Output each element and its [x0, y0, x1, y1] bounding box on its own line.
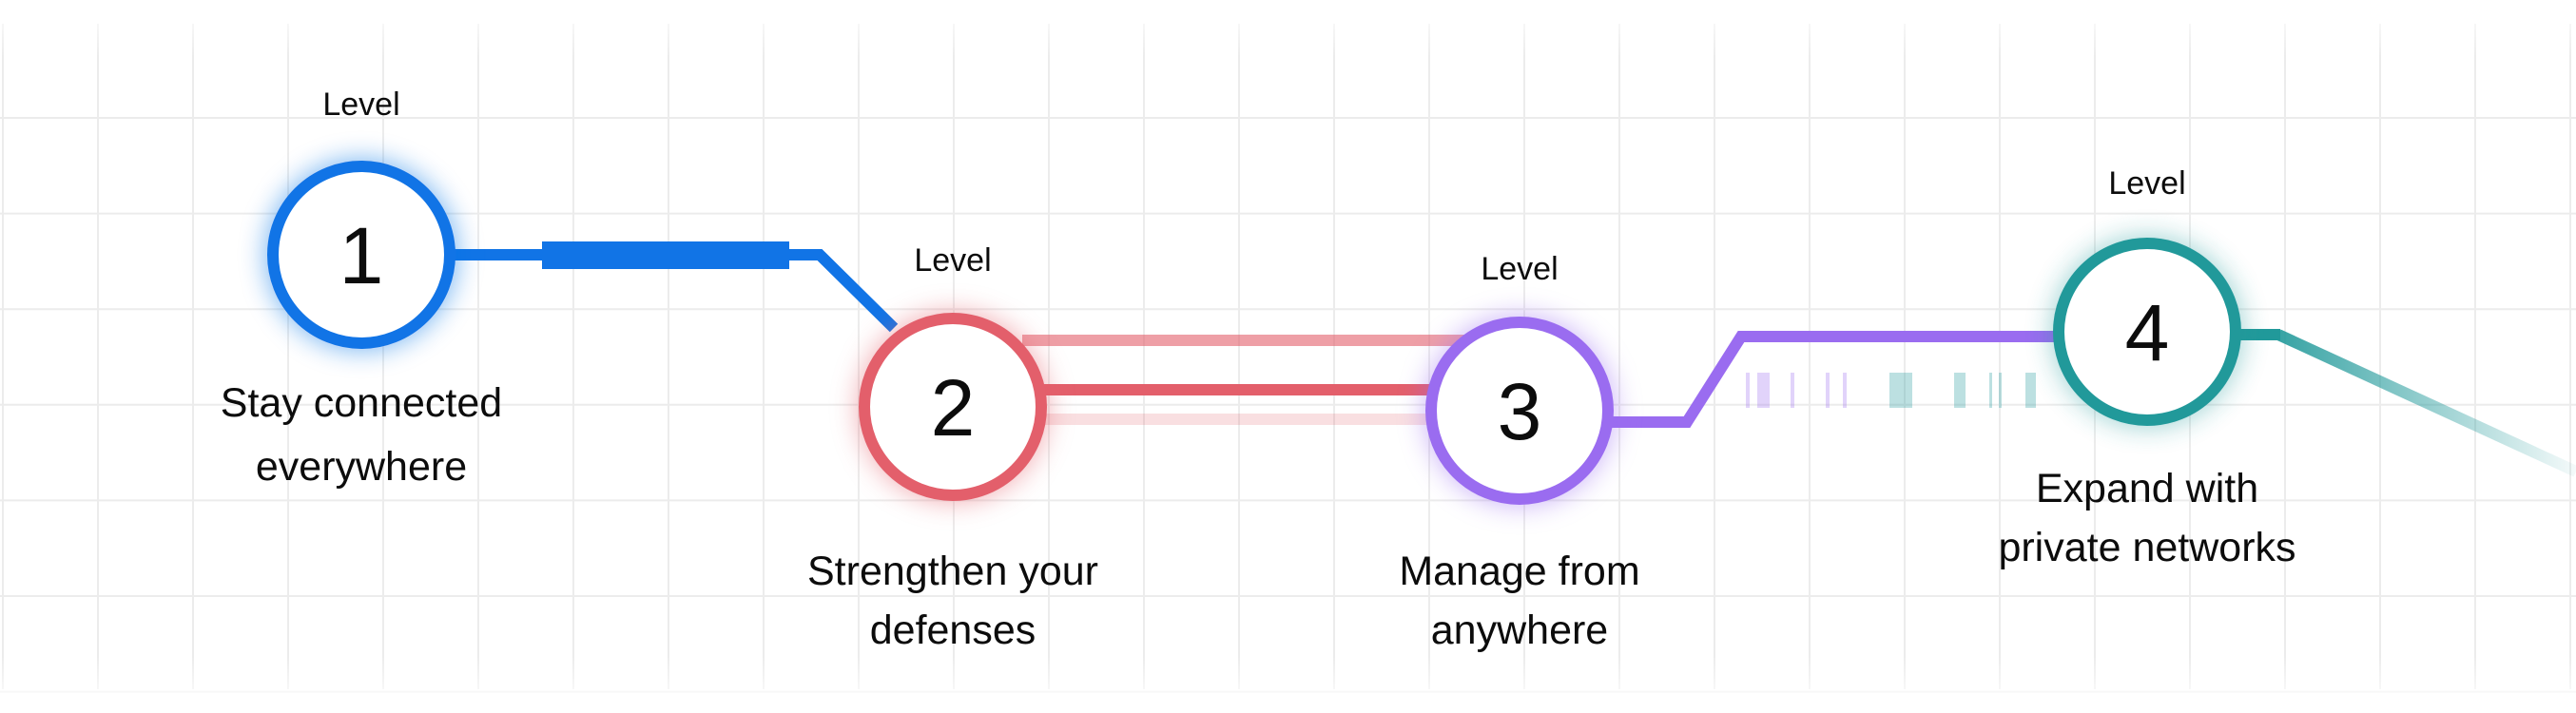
- level-1-circle: [267, 161, 455, 349]
- level-1-label: Level: [322, 87, 399, 123]
- level-4-node: 4 Level Expand with private networks: [1998, 165, 2295, 570]
- level-1-caption-line1: Stay connected: [221, 380, 502, 426]
- level-2-caption-line1: Strengthen your: [807, 549, 1098, 594]
- connector-level2: [1022, 335, 1464, 425]
- level-3-number: 3: [1498, 367, 1542, 456]
- level-2-circle: [859, 313, 1047, 501]
- level-2-number: 2: [931, 363, 976, 453]
- connector-level1: [0, 241, 899, 333]
- level-4-circle: [2053, 238, 2241, 426]
- level-3-circle: [1425, 317, 1614, 505]
- level-2-label: Level: [914, 242, 991, 279]
- level-1-node: 1 Level Stay connected everywhere: [221, 87, 502, 490]
- connector-level3: [1607, 331, 2063, 428]
- level-4-caption-line1: Expand with: [2036, 466, 2258, 511]
- level-1-number: 1: [339, 211, 384, 300]
- level-4-number: 4: [2125, 288, 2170, 377]
- level-1-caption-line2: everywhere: [256, 444, 467, 490]
- level-4-label: Level: [2108, 165, 2185, 202]
- level-3-caption-line2: anywhere: [1431, 607, 1608, 653]
- level-3-caption-line1: Manage from: [1399, 549, 1639, 594]
- level-2-caption-line2: defenses: [870, 607, 1036, 653]
- level-3-node: 3 Level Manage from anywhere: [1399, 251, 1639, 653]
- level-4-caption-line2: private networks: [1998, 525, 2295, 570]
- level-2-node: 2 Level Strengthen your defenses: [807, 242, 1098, 653]
- level-3-label: Level: [1481, 251, 1558, 287]
